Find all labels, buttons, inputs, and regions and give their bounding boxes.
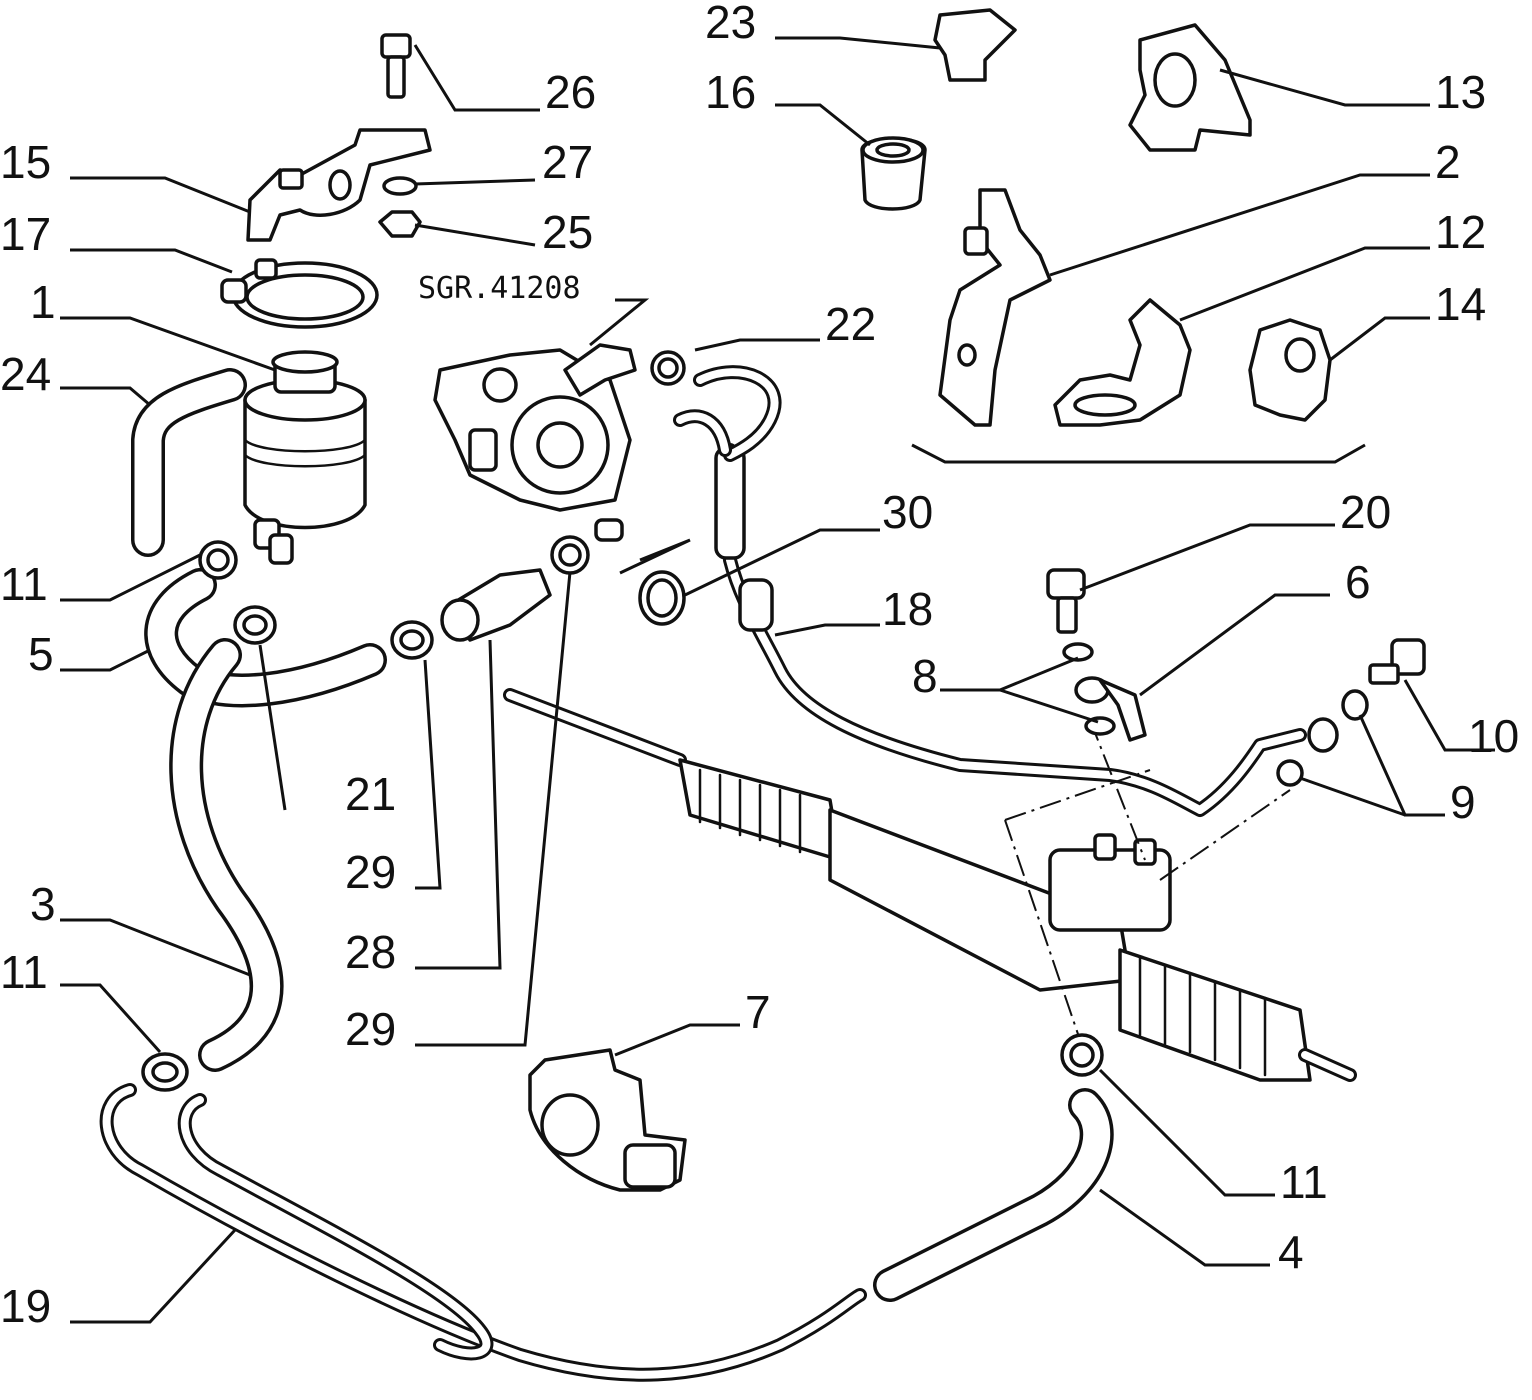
grommet-16	[860, 136, 927, 211]
banjo-bolt-20	[1046, 568, 1086, 634]
clip-12	[1053, 298, 1192, 427]
washer-8-lower	[1084, 716, 1116, 736]
callout-2: 2	[1435, 136, 1461, 188]
hose-clamp-29-lower	[390, 620, 434, 660]
callout-17: 17	[0, 208, 51, 260]
o-ring-30	[638, 570, 686, 626]
alignment-line-b	[1004, 819, 1081, 1041]
bracket-7	[528, 1048, 687, 1192]
banjo-bolt-10	[1368, 638, 1426, 685]
hose-clamp-29-upper	[550, 535, 590, 575]
washer-8-upper	[1062, 642, 1094, 662]
callout-18: 18	[882, 583, 933, 635]
callout-19: 19	[0, 1280, 51, 1332]
callout-21: 21	[345, 768, 396, 820]
pipe-22-loop	[673, 365, 782, 462]
bracket-15	[246, 128, 432, 242]
banjo-fitting-6	[1074, 676, 1147, 742]
callout-9: 9	[1450, 776, 1476, 828]
leader-lines	[60, 36, 1495, 1324]
callout-12: 12	[1435, 206, 1486, 258]
callout-5: 5	[28, 628, 54, 680]
group-bracket-line	[911, 443, 1366, 464]
union-28	[440, 568, 552, 642]
hose-clamp-22	[650, 350, 686, 386]
callout-29-lower: 29	[345, 1003, 396, 1055]
alignment-line-a	[1004, 769, 1151, 821]
pipe-18	[714, 443, 1307, 817]
power-steering-pump	[433, 343, 637, 512]
bracket-2	[938, 188, 1052, 427]
callout-16: 16	[705, 66, 756, 118]
callout-11-upper-left: 11	[0, 558, 48, 610]
pump-outlet-fitting	[594, 518, 624, 542]
hose-3	[169, 638, 284, 1072]
hose-4	[873, 1088, 1114, 1302]
clip-14	[1248, 318, 1332, 422]
callout-4: 4	[1278, 1226, 1304, 1278]
callout-1: 1	[30, 276, 56, 328]
washer-27	[382, 176, 418, 196]
hose-clamp-21	[233, 605, 277, 645]
hose-clamp-11-left	[141, 1052, 189, 1092]
steering-rack	[503, 688, 1357, 1082]
hose-24	[131, 368, 247, 557]
callout-29-upper: 29	[345, 846, 396, 898]
washer-9-lower	[1276, 759, 1304, 787]
callout-22: 22	[825, 298, 876, 350]
callout-23: 23	[705, 0, 756, 48]
callout-8: 8	[912, 650, 938, 702]
callout-11-lower-left: 11	[0, 946, 48, 998]
alignment-line-c	[1159, 789, 1291, 881]
nut-25	[378, 210, 422, 238]
callout-30: 30	[882, 486, 933, 538]
clamp-ring-17	[220, 258, 379, 329]
hose-clamp-11-top	[198, 540, 238, 580]
callout-28: 28	[345, 926, 396, 978]
clip-23	[933, 8, 1017, 82]
clip-13	[1128, 23, 1252, 152]
callout-26: 26	[545, 66, 596, 118]
callout-3: 3	[30, 878, 56, 930]
drawing-code: SGR.41208	[418, 271, 581, 306]
callout-14: 14	[1435, 278, 1486, 330]
callout-6: 6	[1345, 556, 1371, 608]
washer-9-upper	[1341, 689, 1369, 721]
alignment-line-d	[1089, 719, 1146, 861]
pipe-19	[99, 1083, 867, 1382]
callout-27: 27	[542, 136, 593, 188]
union-fitting	[1307, 717, 1339, 753]
hose-clamp-11-right	[1060, 1033, 1104, 1077]
callout-25: 25	[542, 206, 593, 258]
callout-24: 24	[0, 348, 51, 400]
reservoir-1	[243, 350, 367, 565]
bolt-26	[380, 33, 412, 99]
callout-10: 10	[1468, 710, 1519, 762]
callout-15: 15	[0, 136, 51, 188]
callout-11-right: 11	[1280, 1156, 1328, 1208]
callout-20: 20	[1340, 486, 1391, 538]
callout-7: 7	[745, 986, 771, 1038]
callout-13: 13	[1435, 66, 1486, 118]
